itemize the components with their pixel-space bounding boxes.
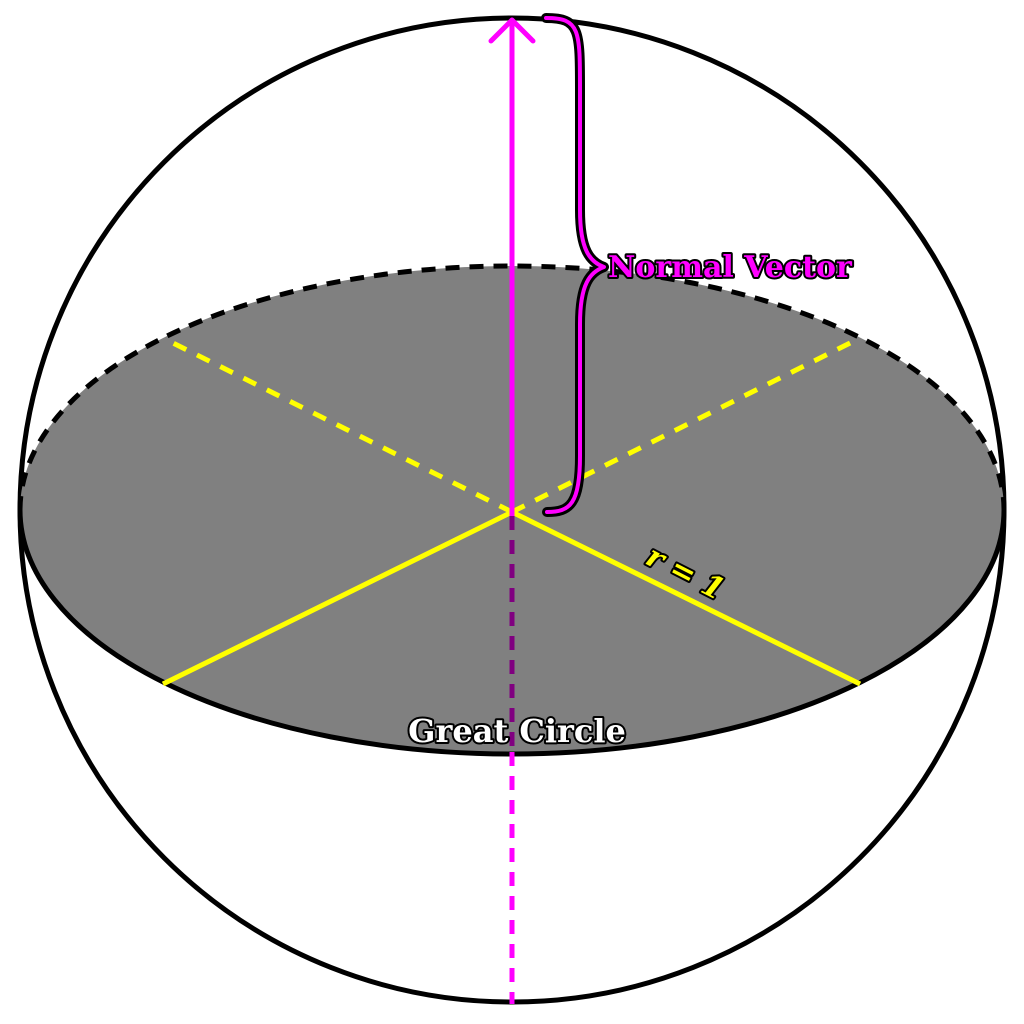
normal-vector-arrowhead bbox=[488, 17, 536, 44]
great-circle-label: Great Circle bbox=[408, 712, 626, 750]
radius-line-back-right bbox=[510, 335, 862, 515]
radius-line-front-right bbox=[510, 509, 862, 687]
normal-vector-brace-inner bbox=[544, 16, 606, 514]
radius-line-back-left bbox=[161, 335, 514, 515]
normal-vector-label: Normal Vector bbox=[608, 250, 853, 285]
radius-line-front-left bbox=[161, 509, 514, 687]
